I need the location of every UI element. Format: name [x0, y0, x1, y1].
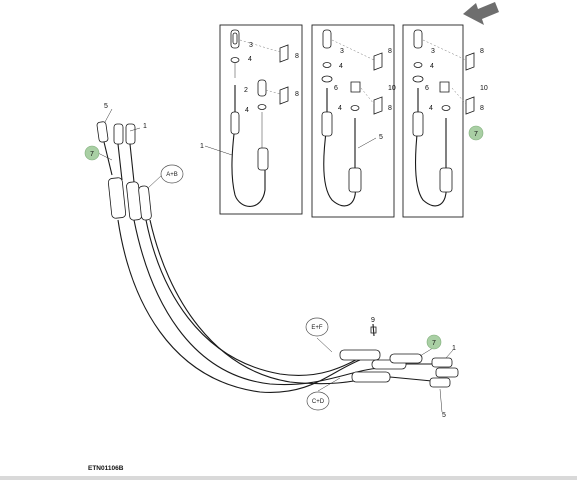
- callout-a-b-text: A+B: [166, 172, 178, 178]
- label-4: 4: [339, 63, 343, 70]
- detail-box-2: [311, 24, 395, 218]
- part-labels: 5 1 9 1 5 1 5 3 4 8 2 8 4 3 4 8 6 10 4 8…: [104, 42, 488, 419]
- label-3: 3: [249, 42, 253, 49]
- label-7: 7: [474, 131, 478, 138]
- label-8: 8: [480, 48, 484, 55]
- label-1: 1: [200, 143, 204, 150]
- label-5: 5: [442, 412, 446, 419]
- label-8: 8: [295, 91, 299, 98]
- footer-bar: [0, 476, 577, 480]
- callout-c-d-text: C+D: [312, 399, 325, 405]
- label-6: 6: [425, 85, 429, 92]
- label-1: 1: [452, 345, 456, 352]
- main-cable-assembly: [96, 121, 459, 393]
- detail-box-1: [219, 24, 303, 215]
- label-1: 1: [143, 123, 147, 130]
- label-3: 3: [431, 48, 435, 55]
- label-4: 4: [430, 63, 434, 70]
- callout-e-f-text: E+F: [311, 325, 323, 331]
- figure-id: ETN01106B: [88, 465, 124, 472]
- direction-arrow-icon: [463, 2, 499, 25]
- label-4: 4: [248, 56, 252, 63]
- callout-e-f[interactable]: E+F: [305, 317, 329, 337]
- label-4: 4: [429, 105, 433, 112]
- label-3: 3: [340, 48, 344, 55]
- leader-lines: [97, 108, 454, 413]
- label-4: 4: [245, 107, 249, 114]
- highlight-bubble-7-right[interactable]: 7: [468, 125, 484, 141]
- label-6: 6: [334, 85, 338, 92]
- callout-a-b[interactable]: A+B: [160, 164, 184, 184]
- label-8: 8: [388, 48, 392, 55]
- label-7: 7: [432, 340, 436, 347]
- highlight-bubble-7-left[interactable]: 7: [84, 145, 100, 161]
- label-5: 5: [104, 103, 108, 110]
- label-8: 8: [480, 105, 484, 112]
- callout-c-d[interactable]: C+D: [306, 391, 330, 411]
- label-8: 8: [388, 105, 392, 112]
- label-4: 4: [338, 105, 342, 112]
- label-9: 9: [371, 317, 375, 324]
- label-10: 10: [388, 85, 396, 92]
- detail-box-3: [402, 24, 475, 218]
- label-2: 2: [244, 87, 248, 94]
- highlight-bubble-7-bottom[interactable]: 7: [426, 334, 442, 350]
- label-8: 8: [295, 53, 299, 60]
- label-7: 7: [90, 151, 94, 158]
- label-10: 10: [480, 85, 488, 92]
- label-5: 5: [379, 134, 383, 141]
